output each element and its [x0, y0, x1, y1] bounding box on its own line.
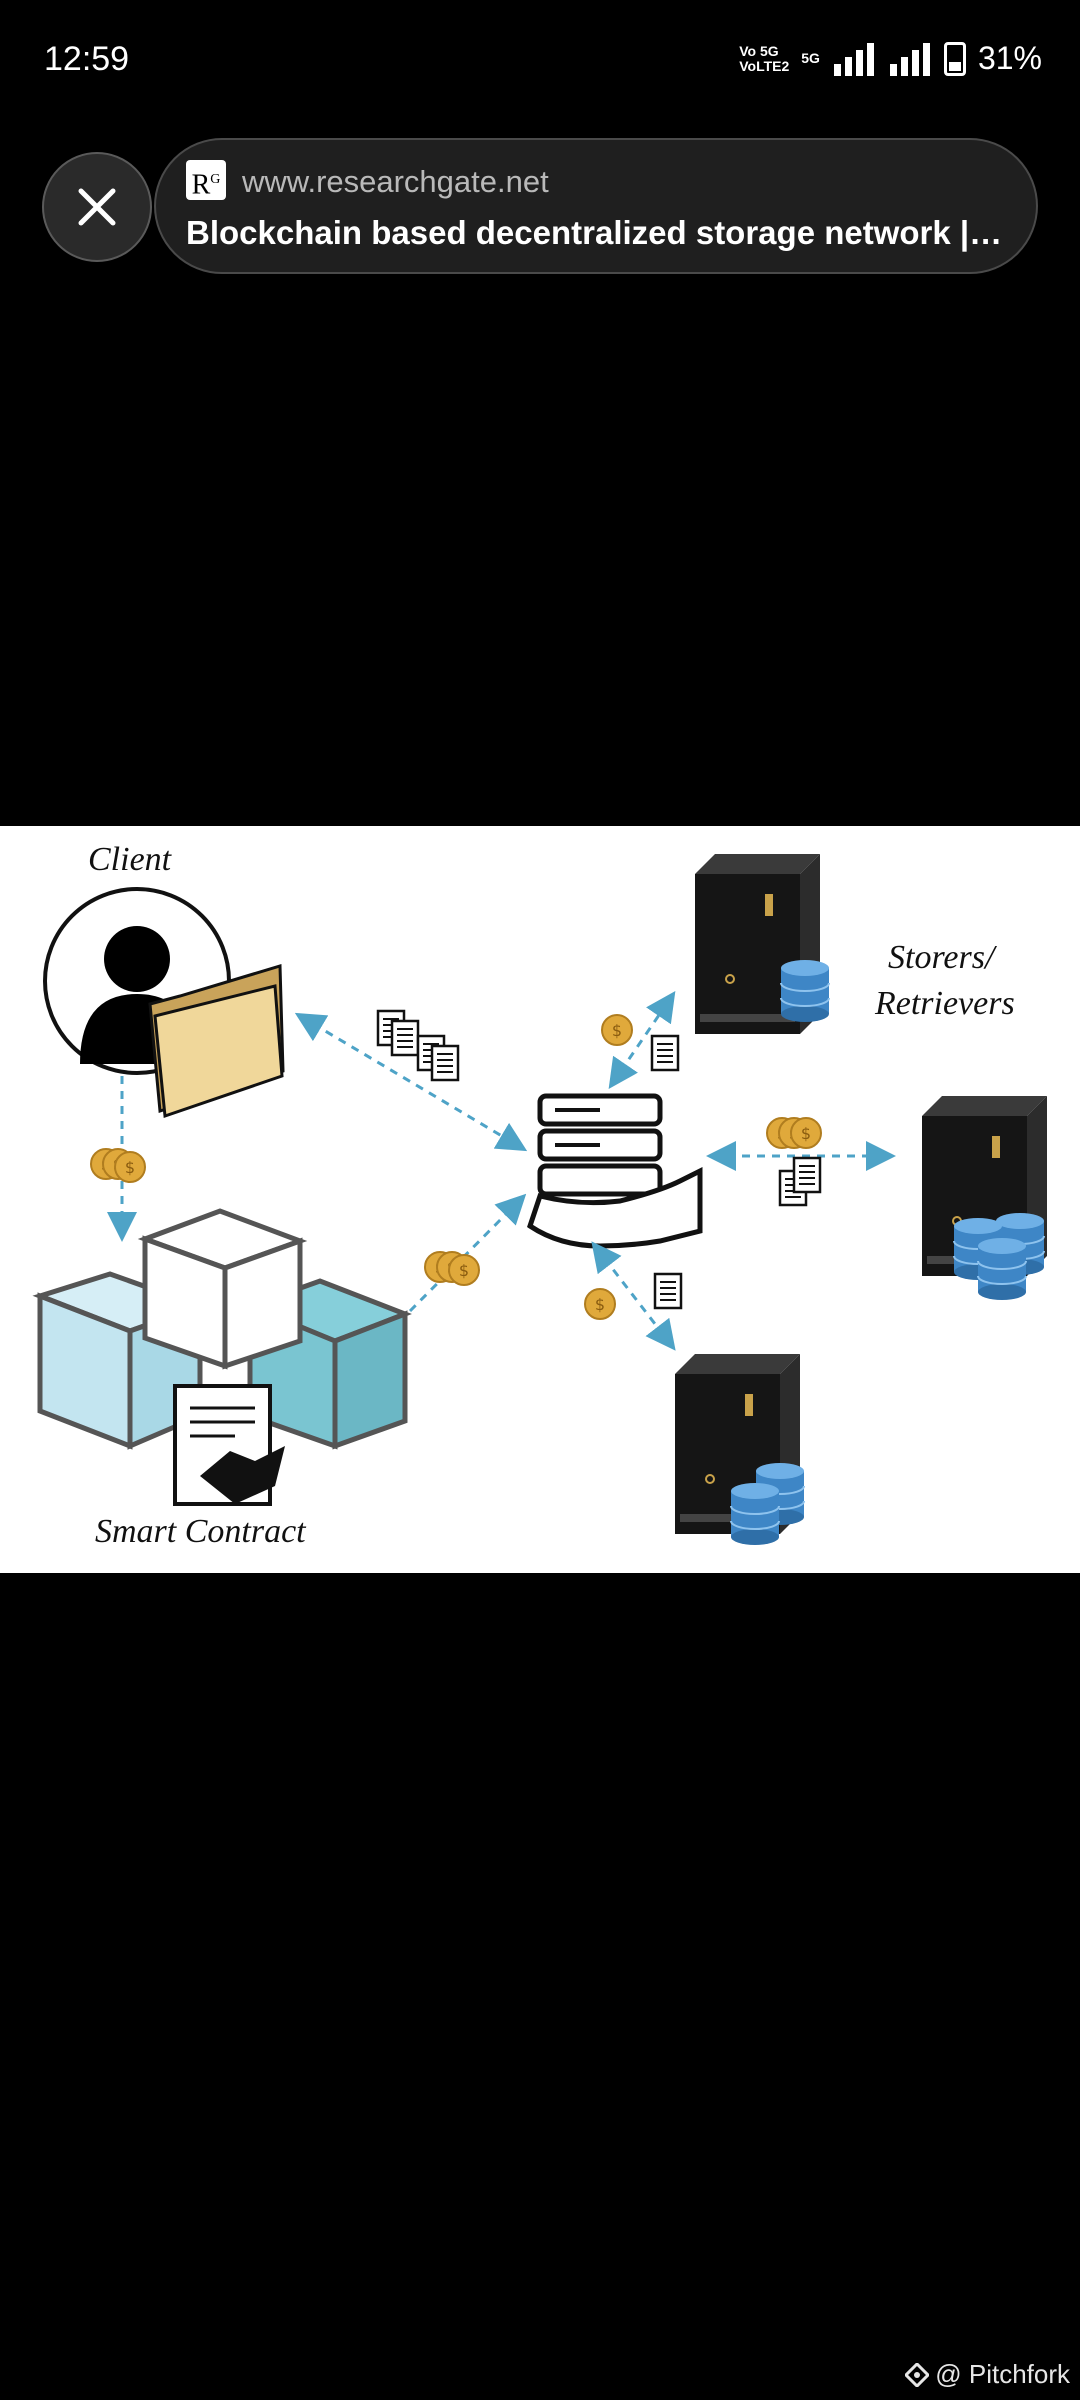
pitchfork-logo-icon — [905, 2362, 930, 2387]
signal-strength-icon — [833, 42, 874, 76]
smart-contract-blockchain-icon — [32, 1208, 412, 1506]
folder-icon — [148, 964, 285, 1119]
battery-icon — [943, 41, 966, 76]
storage-server-top — [694, 853, 830, 1035]
status-icons: Vo 5G VoLTE2 5G 31% — [739, 40, 1042, 77]
5g-label: 5G — [801, 50, 820, 66]
hub-server-bottom-arrow — [591, 1241, 676, 1351]
source-title: Blockchain based decentralized storage n… — [186, 214, 1006, 251]
storers-label-line1: Storers/ — [888, 939, 998, 976]
signal-strength-icon-sim2 — [889, 42, 930, 76]
close-icon — [78, 188, 116, 226]
watermark-text: @ Pitchfork — [935, 2359, 1070, 2389]
close-button[interactable] — [42, 152, 152, 262]
network-line-1: Vo 5G — [739, 42, 779, 59]
smart-contract-label: Smart Contract — [95, 1513, 307, 1550]
contract-handshake-icon — [173, 1384, 285, 1506]
storage-server-right — [921, 1095, 1048, 1301]
storers-label-line2: Retrievers — [874, 985, 1015, 1022]
source-link-pill[interactable]: RG www.researchgate.net Blockchain based… — [154, 138, 1038, 274]
diagram-image[interactable]: $ — [0, 826, 1080, 1573]
favicon-sup: G — [210, 172, 221, 187]
blockchain-storage-diagram: $ — [32, 841, 1048, 1550]
source-url: www.researchgate.net — [242, 164, 549, 199]
battery-level-fill — [948, 61, 961, 71]
status-bar: 12:59 Vo 5G VoLTE2 5G 31% — [0, 0, 1080, 120]
battery-percent: 31% — [977, 40, 1042, 76]
researchgate-favicon: RG — [186, 160, 226, 200]
storage-network-hub-icon — [527, 1093, 703, 1249]
hub-server-top-arrow — [608, 991, 676, 1089]
clock: 12:59 — [44, 40, 130, 78]
client-hub-arrow — [294, 1012, 528, 1152]
client-label: Client — [88, 841, 173, 878]
network-line-2: VoLTE2 — [739, 57, 790, 74]
network-type-indicator: Vo 5G VoLTE2 — [739, 42, 790, 74]
favicon-letter: R — [191, 169, 211, 201]
storage-server-bottom — [674, 1353, 805, 1546]
watermark: @ Pitchfork — [905, 2359, 1070, 2390]
client-icon — [43, 887, 285, 1119]
